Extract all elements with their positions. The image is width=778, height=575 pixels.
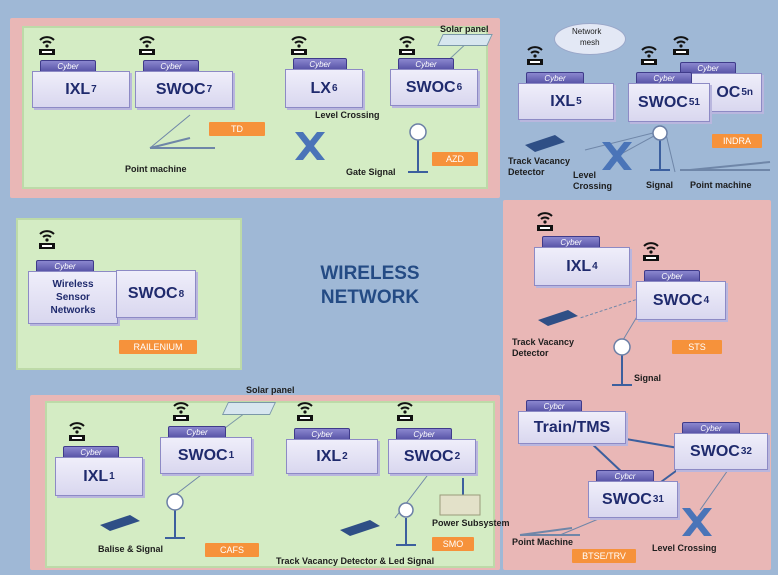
wifi-icon	[537, 212, 553, 231]
signal-label-5: Signal	[646, 180, 674, 190]
tvd-label-2: Detector	[508, 167, 545, 177]
node-label: SWOC	[652, 291, 703, 309]
badge-btse-trv: BTSE/TRV	[572, 549, 636, 563]
level-crossing-icon-3	[682, 508, 712, 536]
node-label: SWOC	[155, 80, 206, 98]
wifi-icon	[399, 36, 415, 55]
node-train-tms[interactable]: Cybcr Train/TMS	[518, 400, 626, 444]
solar-panel-label-1: Solar panel	[246, 385, 295, 395]
signal-label-4: Signal	[634, 373, 662, 383]
network-mesh-cloud	[555, 24, 625, 54]
node-label: SWOC	[638, 93, 688, 111]
tvd4-label-1: Track Vacancy	[512, 337, 575, 347]
wifi-icon	[39, 36, 55, 55]
badge-td: TD	[209, 122, 265, 136]
tvd4-label-2: Detector	[512, 348, 549, 358]
led-signal-icon	[398, 502, 414, 518]
badge-azd: AZD	[432, 152, 478, 166]
node-label: Train/TMS	[533, 418, 611, 436]
tvd-led-label: Track Vacancy Detector & Led Signal	[276, 556, 435, 566]
wifi-icon	[641, 46, 657, 65]
wifi-icon	[139, 36, 155, 55]
badge-railenium: RAILENIUM	[119, 340, 197, 354]
crossing-label: Crossing	[573, 181, 613, 191]
level-crossing-label-3: Level Crossing	[652, 543, 717, 553]
balise-icon	[100, 515, 140, 531]
node-label: SWOC	[127, 285, 178, 302]
level-crossing-icon-5	[602, 142, 632, 170]
node-label: SWOC	[405, 78, 456, 96]
wireless-network-title: WIRELESS NETWORK	[320, 263, 420, 308]
badge-indra: INDRA	[712, 134, 762, 148]
solar-panel-icon-6	[437, 34, 493, 46]
point-machine-label-5: Point machine	[690, 180, 752, 190]
network-mesh-label-1: Network	[572, 27, 602, 36]
level-label: Level	[573, 170, 597, 180]
network-mesh-label-2: mesh	[580, 38, 600, 47]
node-label: LX	[310, 79, 331, 97]
gate-signal-icon	[409, 123, 427, 141]
track-vacancy-detector-icon-4	[538, 310, 578, 326]
wifi-icon	[39, 230, 55, 249]
wifi-icon	[397, 402, 413, 421]
power-subsystem-icon	[439, 494, 481, 516]
signal-icon-4	[613, 338, 631, 356]
wifi-icon	[527, 46, 543, 65]
track-vacancy-detector-icon-5	[525, 135, 565, 152]
signal-icon-5	[652, 125, 668, 141]
node-label: IXL	[566, 257, 592, 275]
balise-signal-label: Balise & Signal	[98, 544, 164, 554]
badge-smo: SMO	[432, 537, 474, 551]
node-label: IXL	[83, 467, 109, 485]
node-label: IXL	[316, 447, 342, 465]
point-machine-label-3: Point Machine	[512, 537, 574, 547]
node-label: SWOC	[403, 447, 454, 465]
level-crossing-icon-6	[295, 132, 325, 160]
node-label: OC	[716, 83, 741, 101]
solar-panel-icon-1	[221, 402, 277, 415]
wifi-icon	[291, 36, 307, 55]
wifi-icon	[69, 422, 85, 441]
badge-sts: STS	[672, 340, 722, 354]
wifi-icon	[173, 402, 189, 421]
node-label: SWOC	[602, 490, 652, 508]
node-label: SWOC	[177, 446, 228, 464]
node-label: Wireless Sensor Networks	[50, 279, 96, 316]
wifi-icon	[673, 36, 689, 55]
power-subsystem-label: Power Subsystem	[432, 518, 510, 528]
tvd-label-1: Track Vacancy	[508, 156, 571, 166]
node-label: IXL	[550, 92, 576, 110]
badge-cafs: CAFS	[205, 543, 259, 557]
node-wireless-sensor-networks[interactable]: Cyber Wireless Sensor Networks	[28, 260, 118, 324]
balise-signal-icon	[166, 493, 184, 511]
node-label: IXL	[65, 80, 91, 98]
level-crossing-label: Level Crossing	[315, 110, 380, 120]
gate-signal-label: Gate Signal	[346, 167, 396, 177]
wifi-icon	[297, 402, 313, 421]
track-vacancy-detector-icon-2	[340, 520, 380, 536]
point-machine-label: Point machine	[125, 164, 187, 174]
node-label: SWOC	[690, 442, 740, 460]
solar-panel-label: Solar panel	[440, 24, 489, 34]
wifi-icon	[643, 242, 659, 261]
